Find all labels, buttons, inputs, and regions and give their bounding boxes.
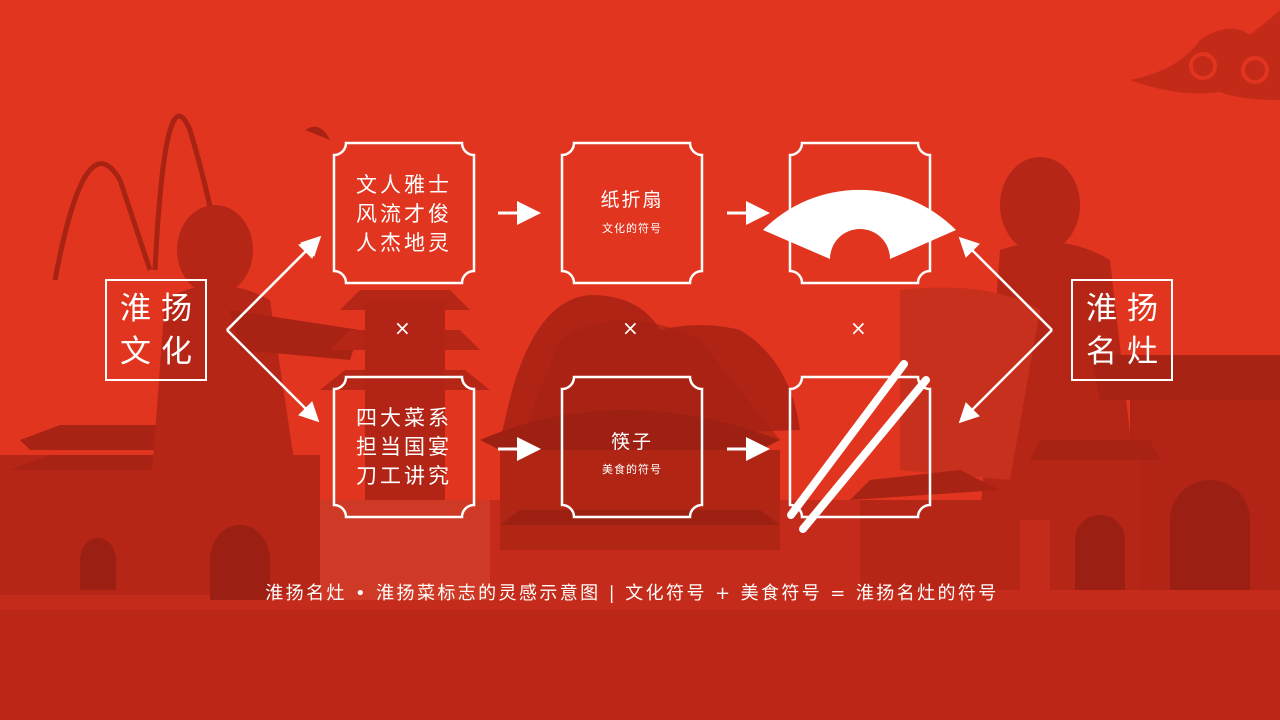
chopsticks-box: 筷子 美食的符号 [562,377,702,517]
cuisine-description-box: 四大菜系 担当国宴 刀工讲究 [334,377,474,517]
culture-line-2: 风流才俊 [356,202,452,226]
huaiyang-stove-badge: 淮扬 名灶 [1071,279,1173,381]
cloud-icon [1130,10,1280,100]
badge-row-1: 淮扬 [120,291,202,327]
culture-line-3: 人杰地灵 [356,231,452,255]
culture-description-box: 文人雅士 风流才俊 人杰地灵 [334,143,474,283]
fan-subtitle: 文化的符号 [602,222,662,235]
multiply-icon: × [622,316,639,340]
multiply-icon: × [394,316,411,340]
cuisine-line-2: 担当国宴 [356,435,452,459]
folding-fan-box: 纸折扇 文化的符号 [562,143,702,283]
badge-row-2: 文化 [120,334,202,370]
badge-row-1: 淮扬 [1086,291,1168,327]
chopsticks-subtitle: 美食的符号 [602,463,662,476]
cuisine-line-3: 刀工讲究 [356,464,452,488]
huaiyang-culture-badge: 淮扬 文化 [105,279,207,381]
chopsticks-title: 筷子 [610,431,653,453]
cuisine-lines: 四大菜系 担当国宴 刀工讲究 [334,404,474,491]
culture-line-1: 文人雅士 [356,173,452,197]
cuisine-line-1: 四大菜系 [356,406,452,430]
multiply-icon: × [850,316,867,340]
badge-row-2: 名灶 [1086,334,1168,370]
diagram-caption: 淮扬名灶 • 淮扬菜标志的灵感示意图 | 文化符号 + 美食符号 = 淮扬名灶的… [265,583,999,604]
fan-title: 纸折扇 [600,189,664,211]
culture-lines: 文人雅士 风流才俊 人杰地灵 [334,171,474,258]
